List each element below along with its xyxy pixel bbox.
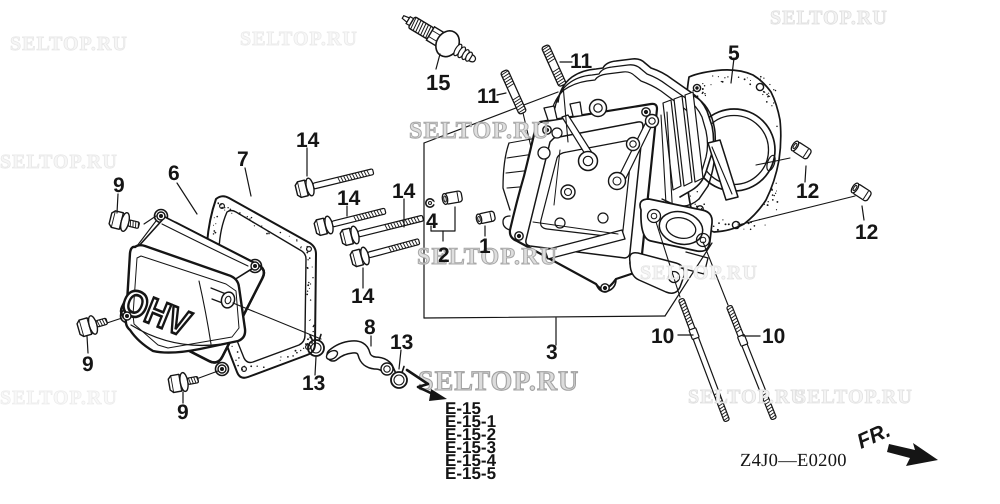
svg-text:9: 9 <box>177 401 189 424</box>
svg-text:10: 10 <box>651 325 674 348</box>
svg-text:SELTOP.RU: SELTOP.RU <box>417 244 558 270</box>
svg-text:10: 10 <box>762 325 785 348</box>
svg-text:13: 13 <box>302 372 325 395</box>
svg-text:SELTOP.RU: SELTOP.RU <box>770 7 888 29</box>
svg-text:6: 6 <box>168 162 180 185</box>
svg-text:9: 9 <box>113 174 125 197</box>
svg-text:9: 9 <box>82 353 94 376</box>
svg-text:SELTOP.RU: SELTOP.RU <box>640 262 758 284</box>
svg-text:3: 3 <box>546 341 558 364</box>
svg-text:Z4J0—E0200: Z4J0—E0200 <box>740 451 847 471</box>
svg-text:12: 12 <box>855 221 878 244</box>
svg-text:SELTOP.RU: SELTOP.RU <box>418 366 579 397</box>
svg-text:SELTOP.RU: SELTOP.RU <box>0 387 118 409</box>
svg-text:E-15-5: E-15-5 <box>445 464 496 483</box>
svg-text:14: 14 <box>296 129 320 152</box>
svg-text:2: 2 <box>438 244 450 267</box>
svg-text:8: 8 <box>364 316 376 339</box>
svg-text:4: 4 <box>426 210 438 233</box>
svg-text:SELTOP.RU: SELTOP.RU <box>795 386 913 408</box>
svg-text:14: 14 <box>351 285 375 308</box>
svg-text:E-15-4: E-15-4 <box>445 451 497 470</box>
svg-text:14: 14 <box>392 180 416 203</box>
svg-text:15: 15 <box>426 70 450 95</box>
svg-text:SELTOP.RU: SELTOP.RU <box>688 386 806 408</box>
svg-text:SELTOP.RU: SELTOP.RU <box>240 28 358 50</box>
svg-text:SELTOP.RU: SELTOP.RU <box>10 33 128 55</box>
svg-text:5: 5 <box>728 42 740 65</box>
svg-text:11: 11 <box>477 85 500 108</box>
svg-text:SELTOP.RU: SELTOP.RU <box>0 151 118 173</box>
svg-text:1: 1 <box>479 235 491 258</box>
svg-text:SELTOP.RU: SELTOP.RU <box>409 118 550 144</box>
svg-text:7: 7 <box>237 148 249 171</box>
svg-text:E-15-3: E-15-3 <box>445 438 496 457</box>
svg-text:12: 12 <box>796 180 819 203</box>
svg-text:11: 11 <box>570 50 593 73</box>
svg-text:14: 14 <box>337 187 361 210</box>
svg-text:E-15-1: E-15-1 <box>445 412 496 431</box>
svg-text:E-15: E-15 <box>445 399 481 418</box>
svg-text:13: 13 <box>390 331 413 354</box>
svg-text:E-15-2: E-15-2 <box>445 425 496 444</box>
